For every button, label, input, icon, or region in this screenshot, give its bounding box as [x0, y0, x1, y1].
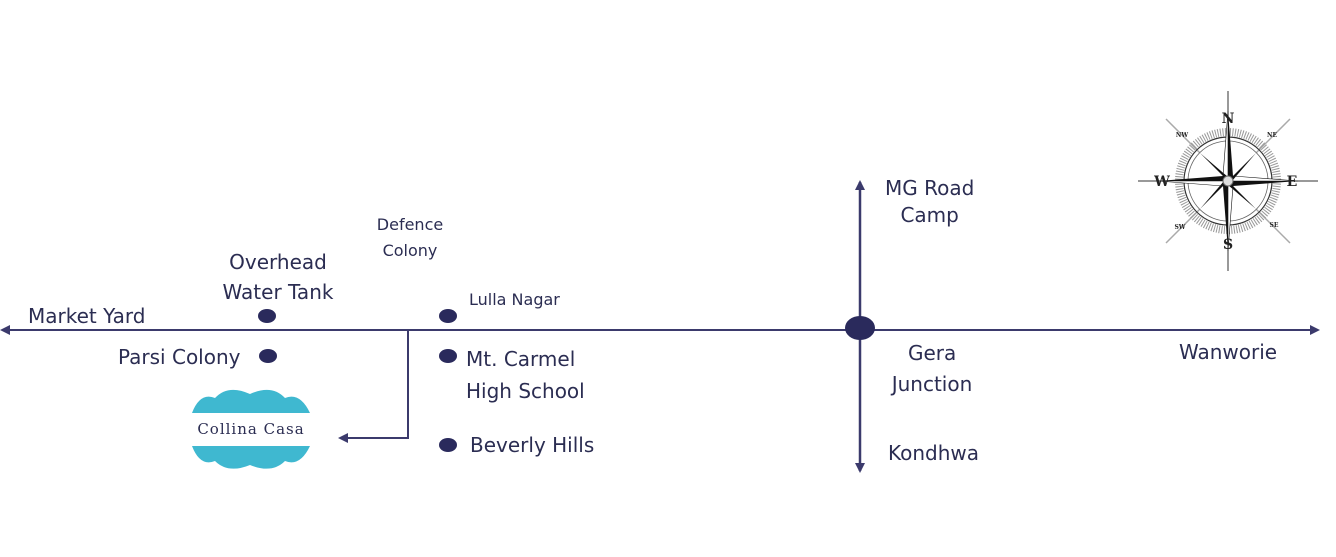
compass-nw-label: NW — [1176, 132, 1188, 139]
overhead-water-tank-dot — [258, 309, 276, 323]
compass-se-label: SE — [1270, 222, 1279, 229]
compass-sw-label: SW — [1174, 224, 1185, 231]
label-line: Junction — [891, 372, 973, 396]
parsi-colony-label: Parsi Colony — [118, 345, 241, 369]
beverly-hills-label: Beverly Hills — [470, 433, 595, 457]
gera-junction-label: Gera Junction — [880, 338, 984, 400]
kondhwa-label: Kondhwa — [888, 441, 980, 465]
label-line: Colony — [382, 241, 438, 260]
compass-ne-label: NE — [1267, 132, 1277, 139]
compass-e-label: E — [1287, 174, 1298, 190]
logo-ornament — [192, 389, 310, 469]
market-yard-label: Market Yard — [28, 304, 146, 328]
label-line: Overhead — [229, 250, 327, 274]
compass-s-label: S — [1223, 237, 1233, 253]
label-line: Mt. Carmel — [466, 347, 576, 371]
label-line: Camp — [900, 203, 959, 227]
mt-carmel-dot — [439, 349, 457, 363]
compass-rose-icon: N S E W NE NW SE SW — [1138, 91, 1318, 271]
label-line: Gera — [908, 341, 957, 365]
defence-colony-label: Defence Colony — [360, 212, 460, 264]
lulla-nagar-label: Lulla Nagar — [469, 290, 560, 309]
beverly-hills-dot — [439, 438, 457, 452]
label-line: High School — [466, 379, 585, 403]
compass-n-label: N — [1222, 111, 1235, 127]
gera-junction-marker — [845, 316, 875, 340]
compass-w-label: W — [1153, 174, 1170, 190]
label-line: MG Road — [885, 176, 975, 200]
mt-carmel-label: Mt. Carmel High School — [466, 343, 585, 407]
label-line: Defence — [376, 215, 444, 234]
label-line: Water Tank — [222, 280, 334, 304]
mg-road-camp-label: MG Road Camp — [885, 175, 974, 229]
parsi-colony-dot — [259, 349, 277, 363]
lulla-nagar-dot — [439, 309, 457, 323]
wanworie-label: Wanworie — [1179, 340, 1278, 364]
site-access-arrow — [338, 330, 409, 443]
collina-casa-logo: Collina Casa — [197, 420, 305, 438]
overhead-water-tank-label: Overhead Water Tank — [212, 247, 344, 307]
